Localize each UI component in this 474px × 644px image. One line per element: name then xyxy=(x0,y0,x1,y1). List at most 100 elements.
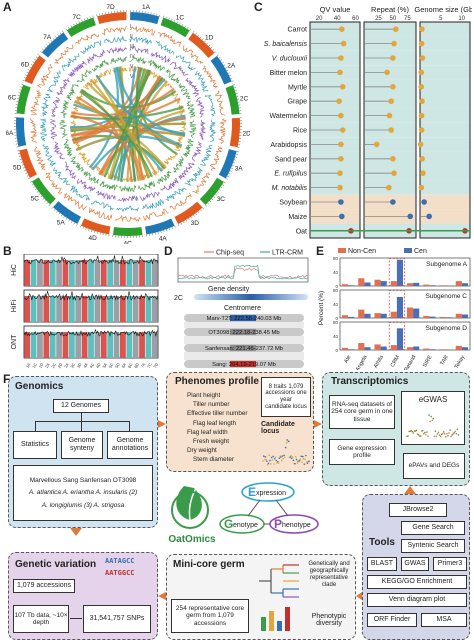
legend-noncen-swatch xyxy=(338,248,346,253)
tool-gene-search[interactable]: Gene Search xyxy=(401,521,465,535)
bar-noncen xyxy=(407,307,414,318)
bar-noncen xyxy=(455,345,462,350)
bar-cen xyxy=(348,285,355,286)
bar-noncen xyxy=(342,284,349,286)
dotplot-dot xyxy=(418,40,425,47)
trait-item: Flag leaf length xyxy=(193,419,237,427)
chrom-label-5C: 5C xyxy=(31,195,40,202)
trait-item: Dry weight xyxy=(187,447,217,455)
manhattan-point xyxy=(266,460,268,463)
te-category: Retand xyxy=(403,355,417,371)
dotplot-dot xyxy=(418,112,425,119)
manhattan-point xyxy=(289,456,292,458)
manhattan-point xyxy=(283,454,285,457)
manhattan-point xyxy=(262,455,265,457)
species-label: E. rufipilus xyxy=(274,171,307,178)
manhattan-point xyxy=(301,455,304,458)
dotplot-dot xyxy=(336,98,342,104)
dotplot-dot xyxy=(390,199,396,205)
tool-syntenic-search[interactable]: Syntenic Search xyxy=(401,539,465,553)
egwas-point xyxy=(425,433,427,436)
manhattan-point xyxy=(277,462,280,464)
tool-jbrowse2[interactable]: JBrowse2 xyxy=(389,503,447,517)
manhattan-point xyxy=(280,456,282,458)
transcriptomics-title: Transcriptomics xyxy=(331,376,409,387)
manhattan-point xyxy=(302,458,305,460)
tool-kegg-go[interactable]: KEGG/GO Enrichment xyxy=(367,575,467,589)
bar-noncen xyxy=(358,278,365,286)
egwas-point xyxy=(410,429,412,432)
chrom-band-3D xyxy=(174,201,203,225)
coverage-bar xyxy=(43,260,50,286)
dotplot-dot xyxy=(392,26,399,32)
chrom-tick: 6C xyxy=(127,362,134,369)
chrom-tick: 1A xyxy=(25,362,32,369)
te-category: SIRE xyxy=(422,354,434,368)
manhattan-point xyxy=(277,460,279,463)
coverage-bar xyxy=(139,296,145,322)
coverage-bar xyxy=(113,332,120,358)
manhattan-point xyxy=(303,463,306,465)
ring-label-V: V xyxy=(130,64,134,70)
species-label: Grape xyxy=(288,99,308,106)
manhattan-point xyxy=(264,456,267,458)
te-category: Tekay xyxy=(454,354,467,370)
annotations-box: Genome annotations xyxy=(107,431,153,459)
dotplot-dot xyxy=(419,98,425,104)
chipseq-line xyxy=(177,267,309,279)
bar-cen xyxy=(396,259,403,286)
chrom-label-7D: 7D xyxy=(106,4,115,11)
ltr-line xyxy=(177,264,309,280)
synteny-box: Genome synteny xyxy=(61,431,103,459)
tool-primer3[interactable]: Primer3 xyxy=(433,557,467,571)
bar-cen xyxy=(380,313,387,318)
species-label: S. baicalensis xyxy=(264,41,308,48)
cultivars-line1: Marvellous Sang Sanfensan OT3098 xyxy=(29,477,137,485)
bar-cen xyxy=(396,297,403,318)
tools-box: Tools JBrowse2 Gene Search Syntenic Sear… xyxy=(362,494,470,640)
chrom-tick: 2D xyxy=(57,362,64,369)
manhattan-point xyxy=(287,440,290,443)
egwas-point xyxy=(441,432,444,435)
centromere-label: Centromere xyxy=(224,305,261,312)
coverage-bar xyxy=(145,260,152,286)
chrom-band-5D xyxy=(19,148,37,179)
species-label: Carrot xyxy=(288,27,308,34)
dotplot-dot xyxy=(339,127,346,133)
coverage-bar xyxy=(126,260,133,286)
tool-gwas[interactable]: GWAS xyxy=(401,557,429,571)
chrom-band-7A xyxy=(41,32,69,58)
coverage-bar xyxy=(107,332,114,358)
chrom-label-2D: 2D xyxy=(242,131,250,138)
chrom-band-5A xyxy=(53,201,82,224)
phenotype-p: P xyxy=(274,517,282,531)
tool-blast[interactable]: BLAST xyxy=(367,557,397,571)
dotplot-dot xyxy=(391,40,397,47)
cultivars-line2: A. atlantica A. eriantha A. insularis (2… xyxy=(28,489,138,497)
chrom-label-4A: 4A xyxy=(159,235,168,242)
bar-noncen xyxy=(439,349,446,350)
legend-cen-swatch xyxy=(404,248,412,253)
tool-venn[interactable]: Venn diagram plot xyxy=(367,593,467,607)
egwas-point xyxy=(428,414,430,416)
bar-cen xyxy=(380,281,387,286)
legend-chipseq: Chip-seq xyxy=(216,250,244,257)
dotplot-dot xyxy=(337,69,343,76)
assembly-label: Marv-T2T: 222.56-240.03 Mb xyxy=(207,316,282,322)
egwas-point xyxy=(446,432,448,435)
bar-noncen xyxy=(374,313,381,318)
tool-orf-finder[interactable]: ORF Finder xyxy=(367,613,417,627)
trait-item: Flag leaf width xyxy=(187,428,228,436)
panel-label-b: B xyxy=(3,244,12,258)
coverage-bar xyxy=(120,296,126,322)
egwas-point xyxy=(427,435,429,437)
manhattan-point xyxy=(298,459,301,462)
species-label: Watermelon xyxy=(270,113,308,120)
dotplot-dot xyxy=(339,26,345,32)
bar-cen xyxy=(429,285,436,286)
chrom-tick: 5A xyxy=(101,362,108,369)
candidate-small: candidate locus xyxy=(265,403,307,410)
manhattan-point xyxy=(265,458,267,461)
tool-msa[interactable]: MSA xyxy=(421,613,467,627)
coverage-bar xyxy=(126,332,133,358)
